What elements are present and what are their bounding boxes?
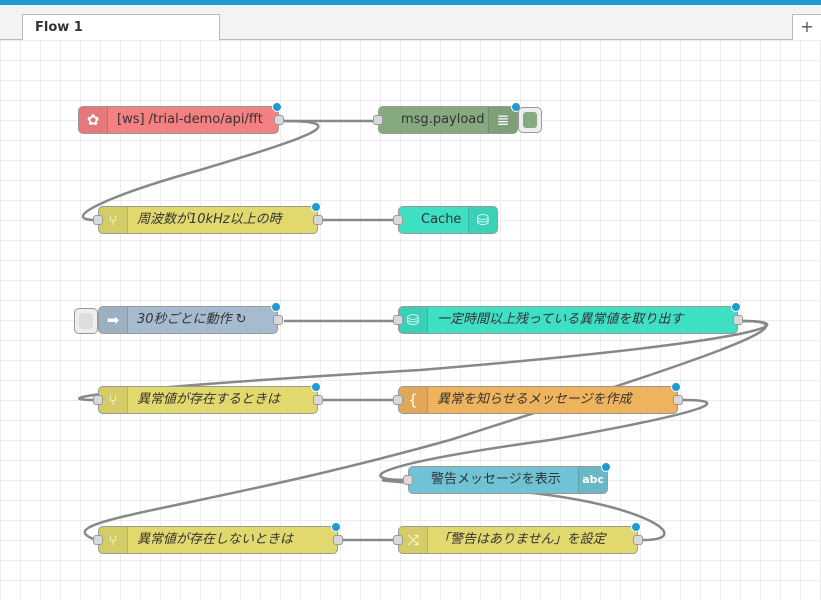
node-template[interactable]: { 異常を知らせるメッセージを作成: [393, 382, 683, 414]
node-label: 異常を知らせるメッセージを作成: [437, 392, 632, 407]
top-accent-bar: [0, 0, 821, 5]
debug-list-icon: ≣: [488, 107, 517, 133]
input-port[interactable]: [93, 215, 103, 225]
shuffle-icon: ⤨: [399, 527, 428, 553]
input-port[interactable]: [393, 215, 403, 225]
node-label: 「警告はありません」を設定: [437, 532, 606, 547]
switch-icon: ⑂: [99, 527, 128, 553]
output-port[interactable]: [273, 315, 283, 325]
node-label: Cache: [421, 212, 462, 227]
input-port[interactable]: [403, 475, 413, 485]
changed-badge: [272, 102, 282, 112]
node-cache[interactable]: Cache ⛁: [393, 206, 498, 234]
node-label: 周波数が10kHz以上の時: [137, 212, 282, 227]
changed-badge: [671, 382, 681, 392]
changed-badge: [601, 462, 611, 472]
output-port[interactable]: [733, 315, 743, 325]
inject-trigger-button[interactable]: [74, 308, 98, 334]
node-switch-exists[interactable]: ⑂ 異常値が存在するときは: [93, 382, 323, 414]
input-port[interactable]: [93, 395, 103, 405]
node-label: 警告メッセージを表示: [431, 472, 561, 487]
node-switch-not-exists[interactable]: ⑂ 異常値が存在しないときは: [93, 522, 343, 554]
abc-text-icon: abc: [578, 467, 607, 493]
inject-arrow-icon: ➡: [99, 307, 128, 333]
output-port[interactable]: [274, 115, 284, 125]
node-change[interactable]: ⤨ 「警告はありません」を設定: [393, 522, 643, 554]
node-label: 一定時間以上残っている異常値を取り出す: [437, 312, 684, 327]
node-label: 異常値が存在するときは: [137, 392, 281, 407]
changed-badge: [331, 522, 341, 532]
node-label: msg.payload: [401, 112, 485, 127]
node-cache-get[interactable]: ⛁ 一定時間以上残っている異常値を取り出す: [393, 302, 743, 334]
add-tab-button[interactable]: +: [792, 14, 821, 40]
wire-cacheget-to-switch3: [83, 319, 768, 542]
node-label: 30秒ごとに動作 ↻: [137, 312, 247, 327]
changed-badge: [311, 202, 321, 212]
output-port[interactable]: [333, 535, 343, 545]
changed-badge: [631, 522, 641, 532]
node-switch-freq[interactable]: ⑂ 周波数が10kHz以上の時: [93, 202, 323, 234]
input-port[interactable]: [393, 315, 403, 325]
database-icon: ⛁: [399, 307, 428, 333]
wire-ws-to-switch1: [81, 119, 320, 222]
database-icon: ⛁: [468, 207, 497, 233]
input-port[interactable]: [393, 535, 403, 545]
input-port[interactable]: [93, 535, 103, 545]
input-port[interactable]: [393, 395, 403, 405]
input-port[interactable]: [373, 115, 383, 125]
template-brace-icon: {: [399, 387, 428, 413]
node-label: 異常値が存在しないときは: [137, 532, 294, 547]
tab-flow-1[interactable]: Flow 1: [22, 14, 220, 41]
changed-badge: [271, 302, 281, 312]
node-label: [ws] /trial-demo/api/fft: [117, 112, 263, 127]
websocket-icon: ✿: [79, 107, 108, 133]
debug-toggle-button[interactable]: [518, 107, 542, 133]
switch-icon: ⑂: [99, 207, 128, 233]
wire-template-to-uitext: [379, 398, 709, 482]
node-debug[interactable]: msg.payload ≣: [373, 102, 521, 134]
node-websocket-in[interactable]: ✿ [ws] /trial-demo/api/fft: [78, 102, 284, 134]
tab-bar: Flow 1 +: [0, 5, 821, 41]
output-port[interactable]: [313, 215, 323, 225]
output-port[interactable]: [673, 395, 683, 405]
output-port[interactable]: [313, 395, 323, 405]
output-port[interactable]: [633, 535, 643, 545]
changed-badge: [311, 382, 321, 392]
switch-icon: ⑂: [99, 387, 128, 413]
node-inject[interactable]: ➡ 30秒ごとに動作 ↻: [98, 302, 283, 334]
node-ui-text[interactable]: 警告メッセージを表示 abc: [403, 462, 611, 494]
changed-badge: [731, 302, 741, 312]
